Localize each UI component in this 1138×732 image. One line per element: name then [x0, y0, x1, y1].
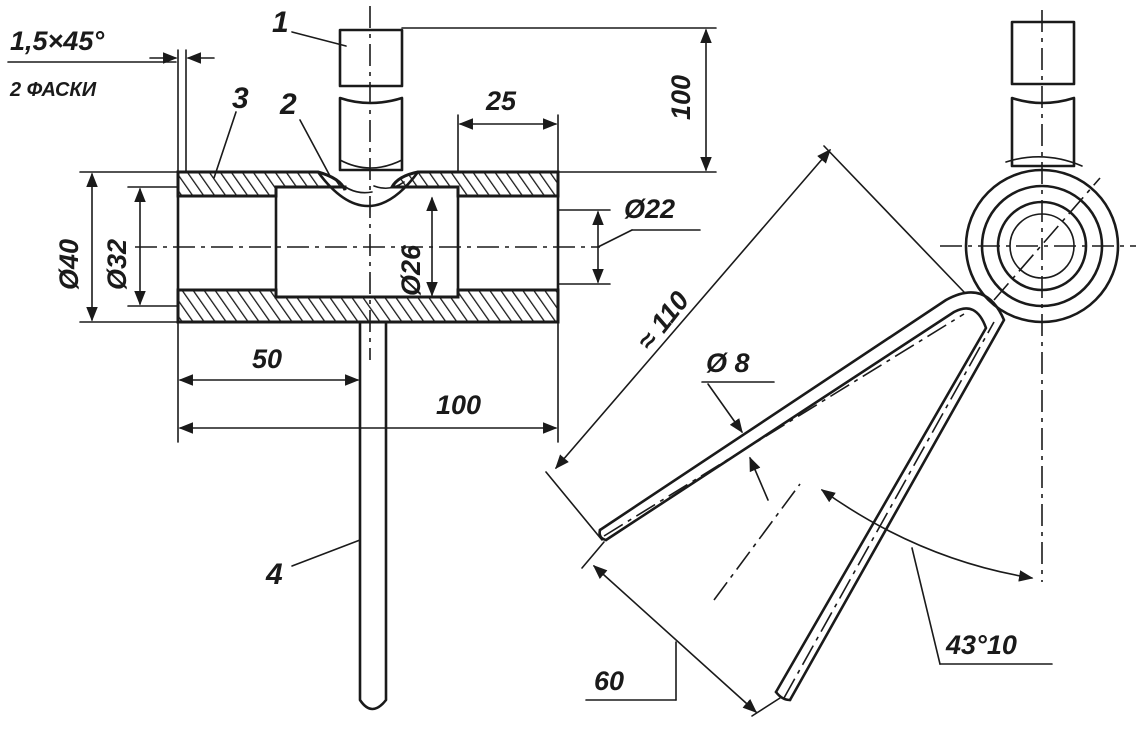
dim-pin-height: 100	[666, 75, 696, 120]
dim-end-length: 25	[485, 86, 517, 116]
weld-bead	[316, 170, 420, 208]
rod-part-4	[358, 320, 388, 711]
dim-spacing: 60	[594, 666, 624, 696]
part-label-1: 1	[272, 6, 289, 39]
dim-outer-diameter: Ø40	[54, 239, 84, 290]
bracket-end-view	[545, 10, 1136, 717]
dim-leg-length: ≈ 110	[631, 286, 695, 356]
dim-inner-diameter: Ø32	[102, 239, 132, 290]
dim-rod-diameter: Ø 8	[706, 348, 750, 378]
chamfer-size: 1,5×45°	[10, 26, 104, 56]
part-label-3: 3	[232, 82, 249, 115]
part-label-2: 2	[279, 88, 297, 121]
bent-rod	[598, 291, 1006, 702]
dim-half-length: 50	[252, 344, 282, 374]
dim-angle: 43°10	[945, 630, 1017, 660]
chamfer-note: 2 ФАСКИ	[9, 79, 97, 101]
pin-part-1	[338, 28, 404, 172]
dim-end-diameter: Ø22	[624, 194, 675, 224]
sleeve-section-view	[7, 6, 717, 711]
sleeve-wall-bottom	[176, 288, 560, 324]
dim-bore-diameter: Ø26	[396, 244, 426, 296]
dim-total-length: 100	[436, 390, 481, 420]
part-label-4: 4	[265, 558, 283, 591]
sleeve-wall-top-right	[389, 170, 560, 198]
